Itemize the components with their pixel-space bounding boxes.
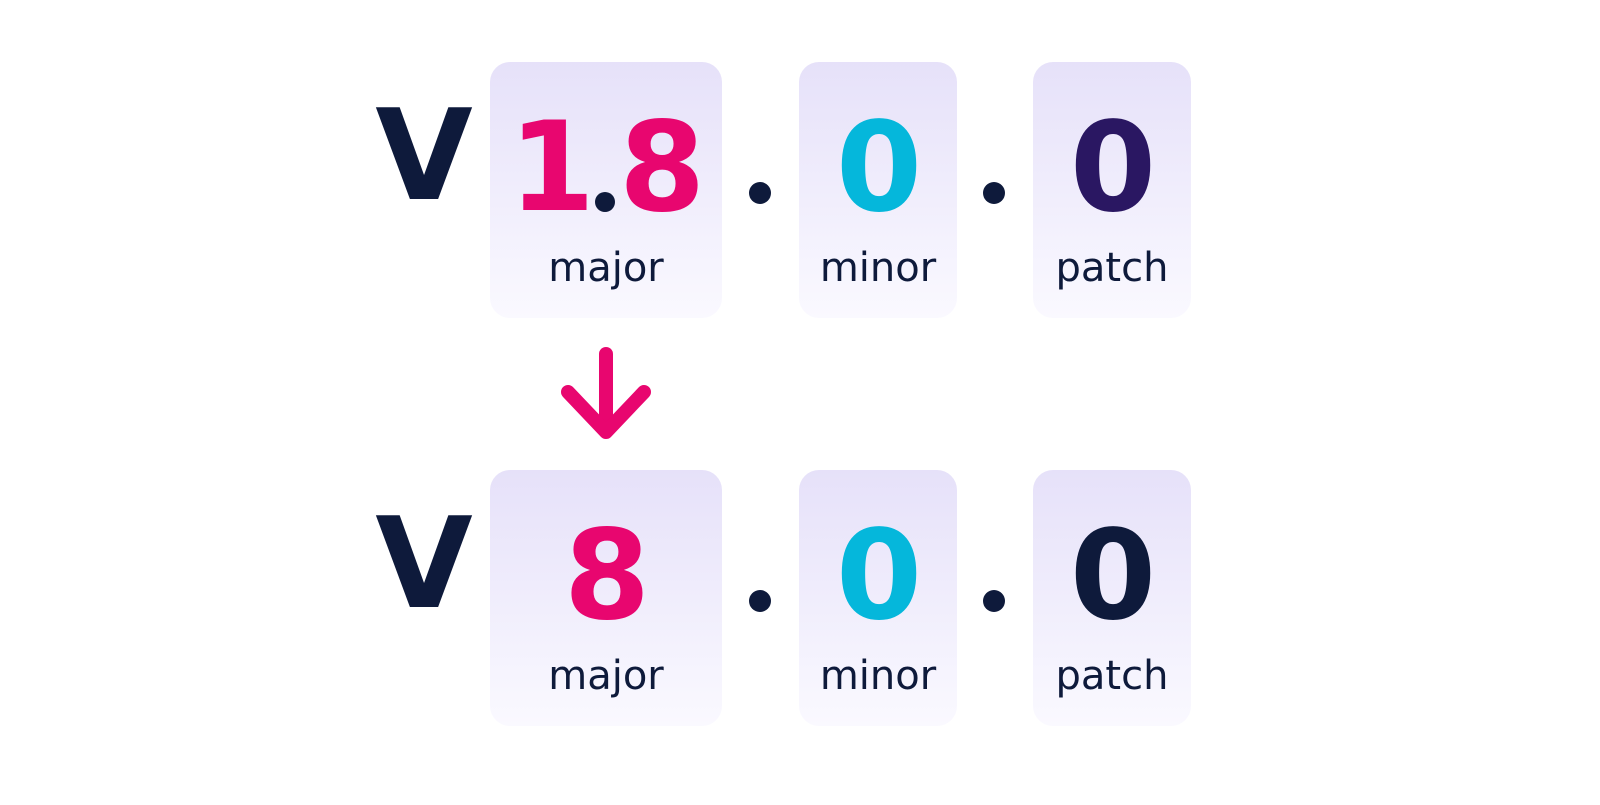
minor-label: minor xyxy=(819,245,937,291)
arrow-down-icon xyxy=(561,347,651,439)
major-value: 8 xyxy=(563,504,650,648)
separator-dot xyxy=(983,182,1005,204)
minor-card: 0 minor xyxy=(799,62,957,318)
minor-value: 0 xyxy=(835,504,922,648)
patch-card: 0 patch xyxy=(1033,470,1191,726)
separator-dot xyxy=(749,182,771,204)
version-after: V 8 major 0 minor 0 patch xyxy=(0,470,1600,726)
patch-value: 0 xyxy=(1069,96,1156,240)
major-value-part-2: 8 xyxy=(619,96,705,240)
patch-label: patch xyxy=(1055,653,1169,699)
minor-card: 0 minor xyxy=(799,470,957,726)
patch-card: 0 patch xyxy=(1033,62,1191,318)
major-card: 8 major xyxy=(490,470,722,726)
major-label: major xyxy=(548,245,664,291)
version-prefix: V xyxy=(375,82,473,229)
major-value-part-1: 1 xyxy=(508,96,595,240)
version-prefix: V xyxy=(375,490,473,637)
patch-label: patch xyxy=(1055,245,1169,291)
patch-value: 0 xyxy=(1069,504,1156,648)
separator-dot xyxy=(983,590,1005,612)
major-label: major xyxy=(548,653,664,699)
minor-value: 0 xyxy=(835,96,922,240)
minor-label: minor xyxy=(819,653,937,699)
separator-dot xyxy=(749,590,771,612)
major-decimal-dot xyxy=(595,192,615,212)
